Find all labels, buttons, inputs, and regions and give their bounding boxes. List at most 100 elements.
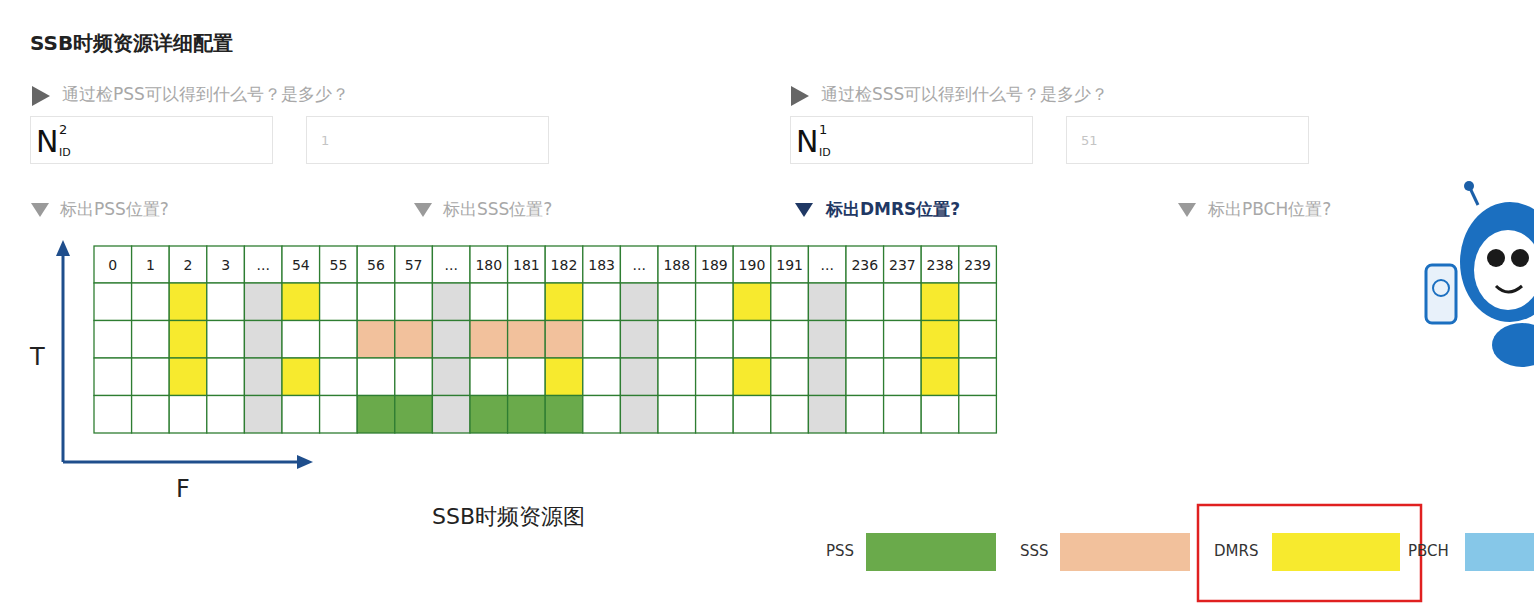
- symbol-letter: N: [796, 127, 818, 157]
- grid-cell: [696, 246, 734, 283]
- grid-cell: [771, 246, 809, 283]
- robot-phone: [1433, 280, 1449, 296]
- answer-value: 1: [321, 134, 329, 147]
- grid-cell: [169, 358, 207, 396]
- symbol-box: N1ID: [790, 116, 1033, 164]
- task-text: 标出PBCH位置?: [1208, 200, 1331, 220]
- legend-swatch: [1272, 533, 1400, 571]
- grid-cell: [884, 396, 922, 434]
- grid-cell: [169, 396, 207, 434]
- grid-cell: [545, 246, 583, 283]
- grid-cell: [94, 283, 132, 321]
- symbol-subscript: ID: [59, 147, 71, 158]
- grid-cell: [508, 246, 546, 283]
- header-cell: 189: [696, 258, 734, 272]
- header-cell: 181: [508, 258, 546, 272]
- grid-cell: [733, 396, 771, 434]
- grid-cell: [808, 358, 846, 396]
- header-cell: ...: [244, 258, 282, 272]
- grid-cell: [320, 396, 358, 434]
- play-marker: [32, 86, 50, 106]
- header-cell: 183: [583, 258, 621, 272]
- grid-cell: [508, 321, 546, 359]
- header-cell: 0: [94, 258, 132, 272]
- symbol-superscript: 1: [819, 123, 827, 136]
- symbol-subscript: ID: [819, 147, 831, 158]
- legend-text: PSS: [826, 543, 854, 560]
- robot-antenna: [1470, 188, 1478, 205]
- grid-cell: [94, 246, 132, 283]
- robot-head: [1460, 202, 1534, 322]
- grid-cell: [884, 283, 922, 321]
- grid-cell: [320, 246, 358, 283]
- grid-cell: [244, 246, 282, 283]
- grid-cell: [320, 283, 358, 321]
- legend-swatch: [866, 533, 996, 571]
- grid-cell: [583, 246, 621, 283]
- grid-cell: [432, 283, 470, 321]
- grid-cell: [169, 321, 207, 359]
- header-cell: 236: [846, 258, 884, 272]
- grid-cell: [320, 358, 358, 396]
- markers: [31, 86, 1196, 217]
- grid-cell: [696, 321, 734, 359]
- grid-cell: [959, 358, 997, 396]
- grid-cell: [583, 358, 621, 396]
- grid-cell: [658, 396, 696, 434]
- grid-cell: [470, 283, 508, 321]
- page-title: SSB时频资源详细配置: [30, 32, 233, 55]
- grid-cell: [696, 396, 734, 434]
- arrow-head: [297, 455, 313, 469]
- grid-cell: [808, 246, 846, 283]
- grid-cell: [470, 396, 508, 434]
- grid-cell: [282, 321, 320, 359]
- symbol-superscript: 2: [59, 123, 67, 136]
- grid-cell: [357, 321, 395, 359]
- header-cell: 1: [132, 258, 170, 272]
- grid-cell: [808, 321, 846, 359]
- answer-box: 51: [1066, 116, 1309, 164]
- grid-cell: [733, 321, 771, 359]
- grid-cell: [620, 246, 658, 283]
- grid-cell: [771, 396, 809, 434]
- grid-cell: [696, 358, 734, 396]
- grid-cell: [658, 246, 696, 283]
- grid-cell: [244, 358, 282, 396]
- grid-cell: [959, 396, 997, 434]
- highlight-box: [1198, 505, 1421, 601]
- grid-cell: [771, 283, 809, 321]
- grid-cell: [583, 283, 621, 321]
- grid-cell: [132, 396, 170, 434]
- header-cell: 180: [470, 258, 508, 272]
- axis-label: T: [30, 344, 45, 372]
- grid-cell: [658, 321, 696, 359]
- grid-cell: [320, 321, 358, 359]
- grid-cell: [282, 358, 320, 396]
- grid-cell: [207, 321, 245, 359]
- grid-cell: [282, 396, 320, 434]
- robot-mouth: [1496, 286, 1522, 292]
- question-text: 通过检PSS可以得到什么号？是多少？: [62, 85, 349, 105]
- grid-cell: [395, 358, 433, 396]
- grid-cell: [244, 321, 282, 359]
- grid-cell: [771, 358, 809, 396]
- grid-cell: [959, 246, 997, 283]
- grid-cell: [808, 283, 846, 321]
- arrow-head: [56, 240, 70, 256]
- grid-cell: [357, 358, 395, 396]
- grid-cell: [395, 321, 433, 359]
- symbol-letter: N: [36, 127, 58, 157]
- grid-cell: [169, 246, 207, 283]
- grid-cell: [884, 246, 922, 283]
- header-cell: 188: [658, 258, 696, 272]
- grid-cell: [207, 396, 245, 434]
- grid-cell: [132, 321, 170, 359]
- grid-cell: [357, 396, 395, 434]
- grid-cell: [470, 358, 508, 396]
- grid-cell: [395, 246, 433, 283]
- robot-phone: [1426, 265, 1456, 323]
- grid-cell: [733, 246, 771, 283]
- grid-cell: [733, 283, 771, 321]
- grid-cell: [846, 246, 884, 283]
- axes: [56, 240, 313, 469]
